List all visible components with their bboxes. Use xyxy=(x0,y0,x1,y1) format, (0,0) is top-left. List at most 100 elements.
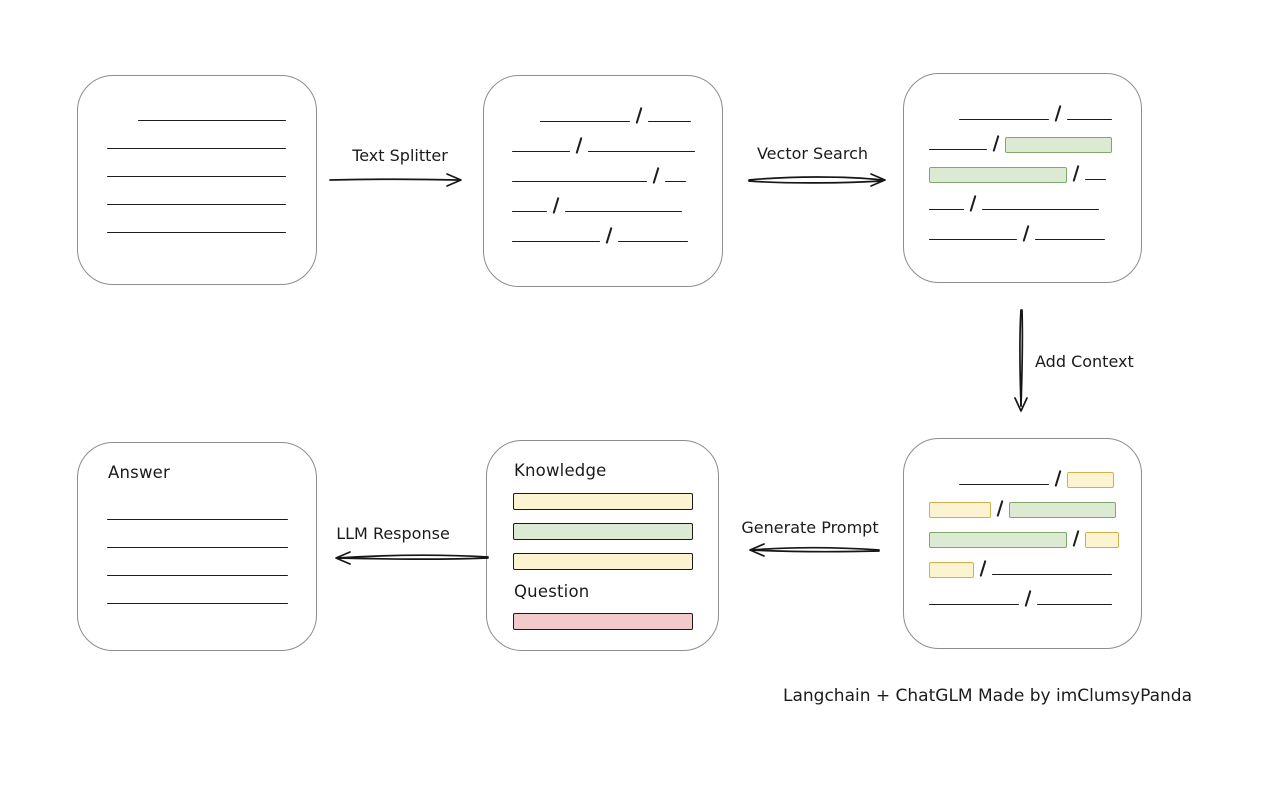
chunk-row xyxy=(959,101,1141,123)
chunk-rows xyxy=(484,76,722,253)
vector-search-label: Vector Search xyxy=(756,144,869,163)
add-context-label: Add Context xyxy=(1035,352,1134,371)
text-line xyxy=(107,519,288,520)
text-line xyxy=(1037,604,1113,605)
question-bars xyxy=(513,613,693,643)
red-highlight-bar xyxy=(513,613,693,630)
green-highlight-bar xyxy=(929,167,1067,183)
green-highlight-bar xyxy=(1005,137,1113,153)
chunk-row xyxy=(929,526,1141,548)
context-chunks-node xyxy=(903,438,1142,649)
text-line xyxy=(665,181,687,182)
arrow-right-icon xyxy=(329,173,462,187)
chunks-node xyxy=(483,75,723,287)
chunk-row xyxy=(929,191,1141,213)
text-line xyxy=(512,181,647,182)
text-line xyxy=(107,547,288,548)
yellow-highlight-bar xyxy=(1067,472,1115,488)
chunk-row xyxy=(512,193,722,215)
knowledge-label: Knowledge xyxy=(514,461,607,480)
text-line xyxy=(1035,239,1106,240)
slash-divider xyxy=(1054,470,1062,487)
text-line xyxy=(107,176,286,177)
generate-prompt-label: Generate Prompt xyxy=(741,518,879,537)
text-line xyxy=(929,209,964,210)
text-line xyxy=(107,575,288,576)
chunk-row xyxy=(929,161,1141,183)
chunk-row xyxy=(959,466,1141,488)
green-highlight-bar xyxy=(1009,502,1117,518)
chunk-row xyxy=(929,131,1141,153)
text-line xyxy=(565,211,683,212)
arrow-down-icon xyxy=(1014,309,1028,412)
text-line xyxy=(540,121,630,122)
arrow-left-icon xyxy=(749,543,880,557)
text-line xyxy=(959,119,1049,120)
chunk-row xyxy=(512,133,722,155)
chunk-row xyxy=(929,556,1141,578)
answer-text-lines xyxy=(78,443,316,631)
slash-divider xyxy=(552,197,560,214)
slash-divider xyxy=(969,195,977,212)
text-splitter-label: Text Splitter xyxy=(352,146,448,165)
chunk-row xyxy=(929,496,1141,518)
chunk-row xyxy=(929,586,1141,608)
yellow-highlight-bar xyxy=(1085,532,1120,548)
text-line xyxy=(588,151,696,152)
slash-divider xyxy=(992,135,1000,152)
chunk-row xyxy=(929,221,1141,243)
slash-divider xyxy=(1054,105,1062,122)
yellow-highlight-bar xyxy=(513,553,693,570)
slash-divider xyxy=(652,167,660,184)
answer-label: Answer xyxy=(108,463,170,482)
slash-divider xyxy=(996,500,1004,517)
green-highlight-bar xyxy=(929,532,1067,548)
chunk-rows xyxy=(904,439,1141,616)
text-line xyxy=(1067,119,1113,120)
text-line xyxy=(959,484,1049,485)
slash-divider xyxy=(1072,165,1080,182)
text-line xyxy=(1085,179,1107,180)
chunk-row xyxy=(540,103,722,125)
text-line xyxy=(618,241,689,242)
text-line xyxy=(648,121,692,122)
chunk-row xyxy=(512,223,722,245)
text-line xyxy=(107,204,286,205)
text-line xyxy=(929,149,987,150)
text-line xyxy=(512,241,600,242)
chunk-rows xyxy=(904,74,1141,251)
arrow-right-icon xyxy=(748,173,886,187)
slash-divider xyxy=(1072,530,1080,547)
text-line xyxy=(107,148,286,149)
diagram-caption: Langchain + ChatGLM Made by imClumsyPand… xyxy=(783,686,1192,706)
slash-divider xyxy=(605,227,613,244)
text-line xyxy=(138,120,286,121)
chunk-row xyxy=(512,163,722,185)
text-line xyxy=(929,604,1019,605)
arrow-left-icon xyxy=(335,551,489,565)
vector-chunks-node xyxy=(903,73,1142,283)
slash-divider xyxy=(575,137,583,154)
text-line xyxy=(992,574,1113,575)
yellow-highlight-bar xyxy=(513,493,693,510)
slash-divider xyxy=(1022,225,1030,242)
yellow-highlight-bar xyxy=(929,502,991,518)
prompt-node: Knowledge Question xyxy=(486,440,719,651)
text-line xyxy=(512,211,547,212)
text-line xyxy=(107,232,286,233)
slash-divider xyxy=(979,560,987,577)
slash-divider xyxy=(1024,590,1032,607)
llm-response-label: LLM Response xyxy=(336,524,450,543)
knowledge-bars xyxy=(513,493,693,583)
slash-divider xyxy=(635,107,643,124)
text-line xyxy=(107,603,288,604)
text-line xyxy=(929,239,1017,240)
green-highlight-bar xyxy=(513,523,693,540)
question-label: Question xyxy=(514,582,590,601)
document-node xyxy=(77,75,317,285)
yellow-highlight-bar xyxy=(929,562,974,578)
text-line xyxy=(982,209,1100,210)
answer-node: Answer xyxy=(77,442,317,651)
text-line xyxy=(512,151,570,152)
